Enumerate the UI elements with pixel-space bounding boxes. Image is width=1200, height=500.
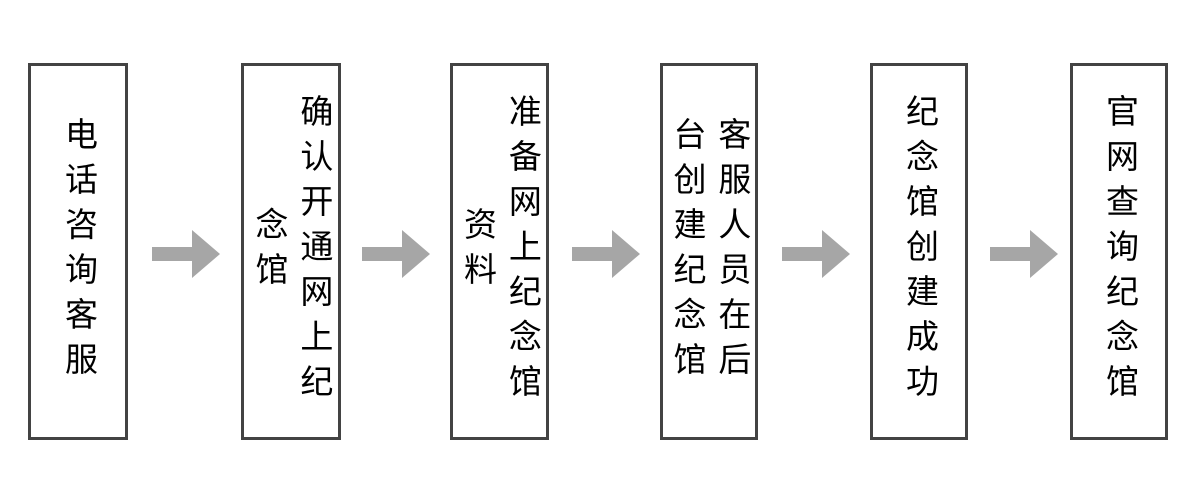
right-arrow-icon [782, 230, 850, 278]
flow-arrow-4 [782, 230, 850, 278]
flow-node-2[interactable]: 确认开通网上纪念馆 [241, 63, 341, 440]
flow-node-6[interactable]: 官网查询纪念馆 [1070, 63, 1168, 440]
right-arrow-icon [572, 230, 640, 278]
flow-node-5-label: 纪念馆创建成功 [901, 94, 939, 409]
flow-node-4[interactable]: 客服人员在后台创建纪念馆 [660, 63, 758, 440]
flow-arrow-1 [152, 230, 220, 278]
flow-node-3-label: 准备网上纪念馆资料 [459, 94, 542, 409]
right-arrow-icon [990, 230, 1058, 278]
flow-node-4-label: 客服人员在后台创建纪念馆 [669, 116, 751, 387]
flow-arrow-3 [572, 230, 640, 278]
flow-node-1[interactable]: 电话咨询客服 [28, 63, 128, 440]
flow-arrow-2 [362, 230, 430, 278]
flow-node-5[interactable]: 纪念馆创建成功 [870, 63, 968, 440]
right-arrow-icon [152, 230, 220, 278]
right-arrow-icon [362, 230, 430, 278]
flow-node-6-label: 官网查询纪念馆 [1101, 94, 1139, 409]
flow-node-2-label: 确认开通网上纪念馆 [251, 94, 333, 409]
flow-arrow-5 [990, 230, 1058, 278]
flow-node-1-label: 电话咨询客服 [60, 116, 98, 387]
flow-node-3[interactable]: 准备网上纪念馆资料 [450, 63, 549, 440]
